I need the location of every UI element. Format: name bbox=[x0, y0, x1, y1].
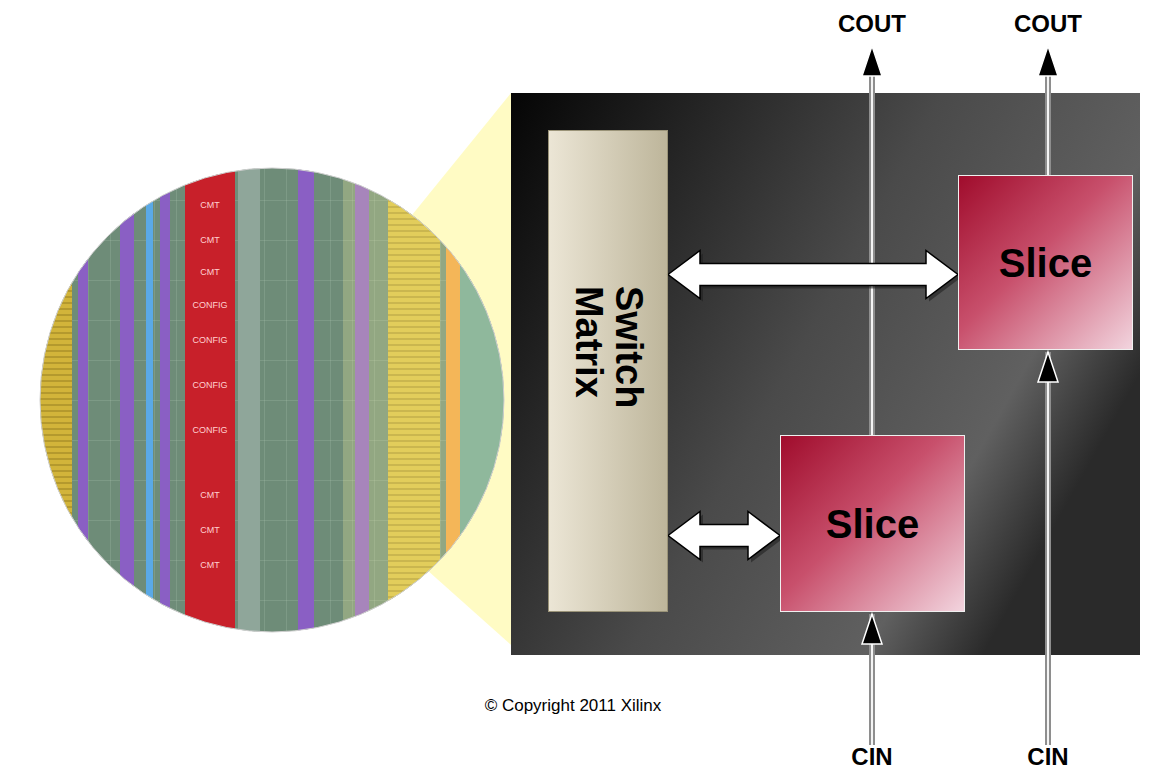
slice-box: Slice bbox=[780, 435, 965, 612]
die-block-label: CONFIG bbox=[193, 335, 228, 345]
copyright-note: © Copyright 2011 Xilinx bbox=[485, 696, 662, 716]
arrow-body bbox=[668, 512, 780, 560]
die-block-label: CONFIG bbox=[193, 300, 228, 310]
signal-name: CIN bbox=[1027, 743, 1068, 771]
signal-name: COUT bbox=[838, 10, 906, 38]
bidirectional-arrow bbox=[668, 251, 961, 302]
slice-label: Slice bbox=[826, 503, 919, 545]
arrow-body bbox=[668, 251, 958, 299]
bidirectional-arrow bbox=[668, 512, 783, 563]
zoom-wedge bbox=[343, 93, 511, 645]
die-block-label: CMT bbox=[200, 490, 220, 500]
slice-label: Slice bbox=[999, 242, 1092, 284]
slice-box: Slice bbox=[958, 175, 1133, 350]
signal-name: CIN bbox=[851, 743, 892, 771]
switch-matrix-fill bbox=[548, 130, 668, 612]
die-block-label: CMT bbox=[200, 560, 220, 570]
die-block-label: CMT bbox=[200, 267, 220, 277]
die-block-label: CMT bbox=[200, 200, 220, 210]
die-block-label: CMT bbox=[200, 525, 220, 535]
die-block-label: CMT bbox=[200, 235, 220, 245]
carry-lines bbox=[872, 60, 1048, 745]
die-block-label: CONFIG bbox=[193, 425, 228, 435]
die-image bbox=[40, 168, 504, 632]
signal-name: COUT bbox=[1014, 10, 1082, 38]
node-title: Switch Matrix bbox=[568, 286, 648, 456]
die-block-label: CONFIG bbox=[193, 380, 228, 390]
switch-matrix: Switch Matrix bbox=[548, 130, 668, 612]
